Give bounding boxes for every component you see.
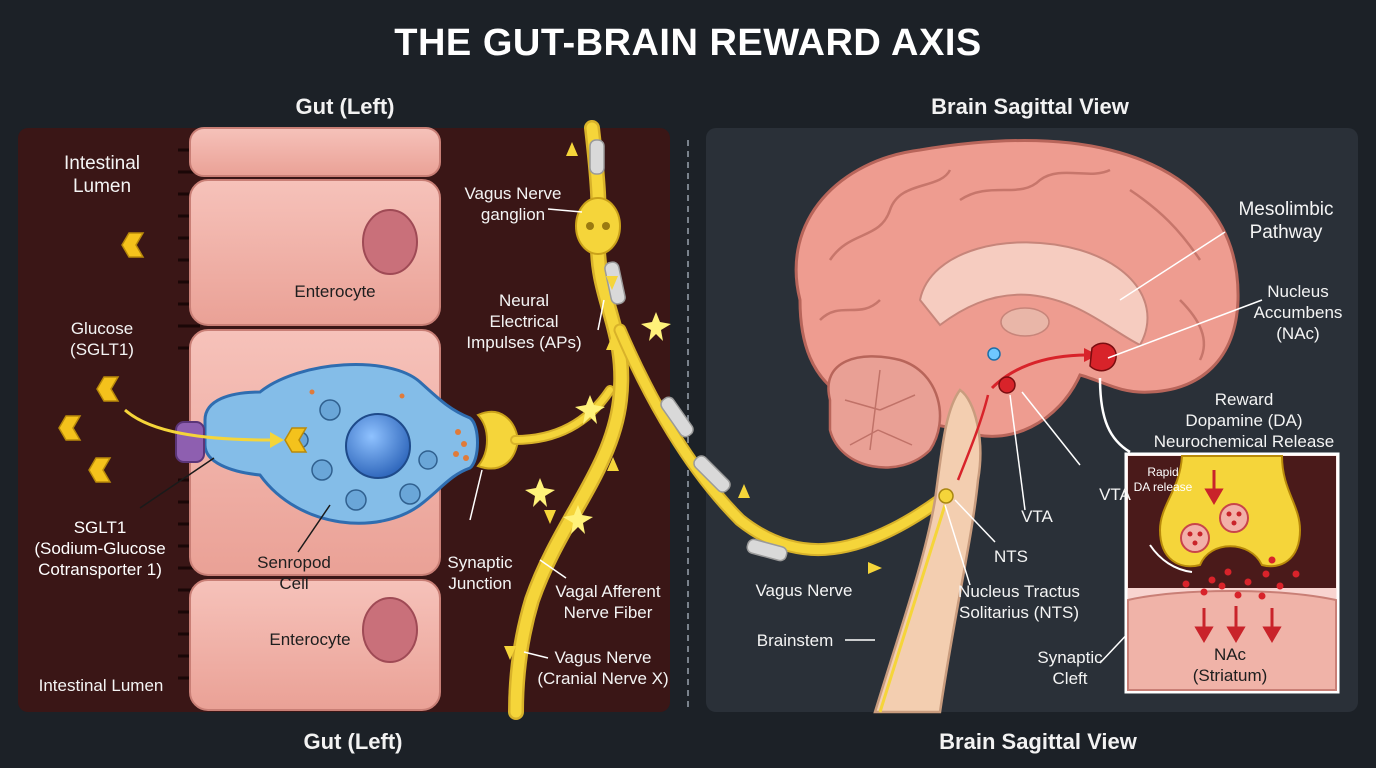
glucose-molecules: [58, 232, 308, 483]
label-vagal-afferent: Vagal Afferent Nerve Fiber: [555, 582, 661, 622]
ganglion-dot-1: [586, 222, 594, 230]
page-title: THE GUT-BRAIN REWARD AXIS: [394, 22, 982, 64]
label-nac-striatum: NAc (Striatum): [1192, 645, 1268, 685]
release-curve-arrow: [1098, 377, 1131, 454]
impulse-sparks: [525, 312, 671, 534]
senropod-nucleus: [345, 413, 411, 479]
label-nts: NTS: [994, 547, 1028, 566]
label-glucose: Glucose (SGLT1): [70, 319, 134, 359]
cerebellum-folds: [844, 369, 916, 451]
da-release-arrows: [1194, 470, 1282, 643]
brain-section-title-top: Brain Sagittal View: [931, 94, 1129, 119]
nts-node: [938, 488, 954, 504]
label-vagus-cranial: Vagus Nerve (Cranial Nerve X): [537, 648, 669, 688]
reward-pathway-arrow: [990, 353, 1089, 390]
nts-to-vta-arrow: [956, 394, 990, 481]
label-brainstem: Brainstem: [756, 631, 834, 650]
synaptic-bulb: [476, 410, 520, 470]
dopamine-molecules: [1182, 556, 1300, 600]
label-enterocyte-top: Enterocyte: [294, 282, 376, 301]
brain-gyri: [819, 168, 1206, 361]
label-rapid-da-release: Rapid DA release: [1133, 465, 1193, 494]
vta-neuron: [987, 347, 1001, 361]
label-vta-right: VTA: [1099, 485, 1131, 504]
vagus-ganglion: [575, 197, 621, 255]
vta-node: [998, 376, 1016, 394]
glucose-arrow: [124, 408, 271, 442]
rapid-release-arrow: [1149, 544, 1193, 573]
brainstem-shape: [873, 388, 982, 714]
direction-arrows: [504, 142, 882, 660]
label-nucleus-tractus: Nucleus Tractus Solitarius (NTS): [958, 582, 1080, 622]
label-vagus-ganglion: Vagus Nerve ganglion: [464, 184, 562, 224]
label-mesolimbic: Mesolimbic Pathway: [1238, 199, 1334, 243]
vesicles: [309, 389, 469, 461]
label-reward-release: Reward Dopamine (DA) Neurochemical Relea…: [1153, 390, 1335, 451]
label-intestinal-lumen-top: Intestinal Lumen: [63, 153, 141, 197]
gut-section-title-top: Gut (Left): [295, 94, 395, 119]
label-intestinal-lumen-bottom: Intestinal Lumen: [38, 676, 164, 695]
thalamus: [1000, 307, 1050, 337]
label-nucleus-accumbens: Nucleus Accumbens (NAc): [1253, 282, 1343, 343]
label-neural-impulses: Neural Electrical Impulses (APs): [466, 291, 582, 352]
nac-node: [1089, 342, 1117, 372]
label-synaptic-cleft: Synaptic Cleft: [1037, 648, 1103, 688]
vesicle-dots: [1187, 511, 1242, 546]
label-sglt1: SGLT1 (Sodium-Glucose Cotransporter 1): [34, 518, 166, 579]
brainstem-tract: [878, 504, 947, 713]
cell-organelles: [291, 399, 438, 511]
corpus-callosum: [918, 241, 1149, 347]
gut-section-title-bottom: Gut (Left): [303, 729, 403, 754]
enterocyte-nucleus-top: [362, 209, 418, 275]
cerebellum: [827, 355, 942, 469]
label-synaptic-junction: Synaptic Junction: [447, 553, 513, 593]
brain-section-title-bottom: Brain Sagittal View: [939, 729, 1137, 754]
label-enterocyte-bottom: Enterocyte: [269, 630, 351, 649]
glucose-arrow-head: [270, 432, 284, 448]
myelin-segments: [589, 139, 788, 562]
postsynaptic-surface: [1127, 590, 1337, 691]
enterocyte-nucleus-bottom: [362, 597, 418, 663]
da-vesicle-1: [1180, 523, 1210, 553]
enterocyte-cell-1: [189, 127, 441, 177]
da-vesicle-2: [1219, 503, 1249, 533]
sglt1-transporter: [175, 421, 205, 463]
label-vagus-nerve: Vagus Nerve: [755, 581, 853, 600]
leader-lines-dark: [139, 457, 331, 553]
label-vta-left: VTA: [1021, 507, 1053, 526]
label-senropod-cell: Senropod Cell: [257, 553, 331, 593]
ganglion-dot-2: [602, 222, 610, 230]
